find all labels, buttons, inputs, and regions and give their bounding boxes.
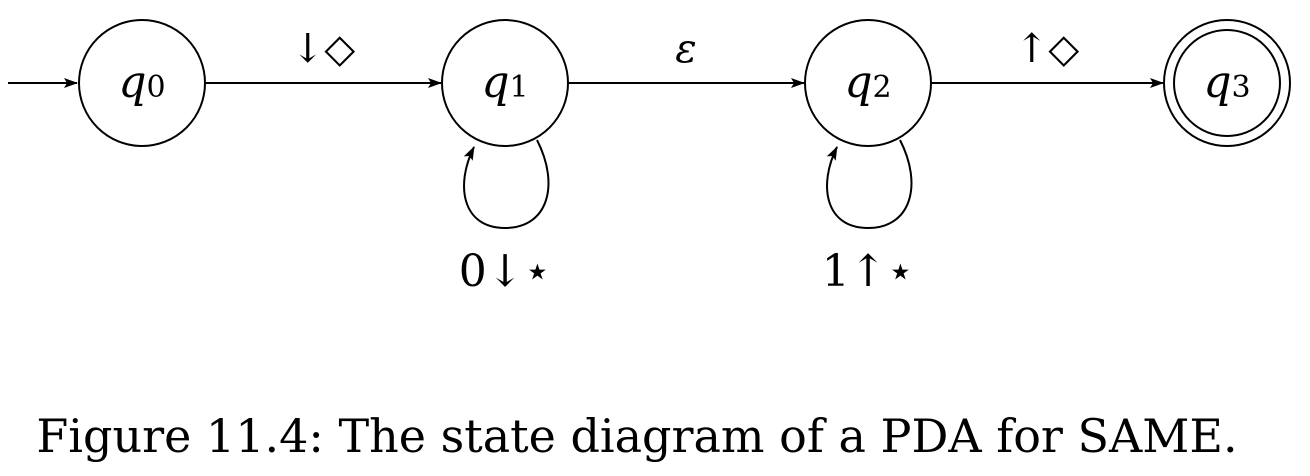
- loop-q2-label: 1↑⋆: [822, 246, 914, 297]
- loop-q1-label: 0↓⋆: [459, 246, 551, 297]
- transition-q1-q2-label: ε: [675, 26, 696, 72]
- loop-q2: [826, 139, 913, 230]
- state-q3-inner-circle: [1173, 29, 1281, 137]
- state-q1-label: q1: [481, 57, 528, 108]
- figure-caption: Figure 11.4: The state diagram of a PDA …: [36, 409, 1237, 463]
- transition-q2-q3-label: ↑◇: [1015, 26, 1080, 72]
- state-q3-outer-circle: [1163, 19, 1291, 147]
- loop-q1: [463, 139, 550, 230]
- state-q3-label: q3: [1203, 57, 1250, 108]
- transition-q0-q1-label: ↓◇: [291, 26, 356, 72]
- state-q2-label: q2: [844, 57, 891, 108]
- state-q0-label: q0: [118, 57, 165, 108]
